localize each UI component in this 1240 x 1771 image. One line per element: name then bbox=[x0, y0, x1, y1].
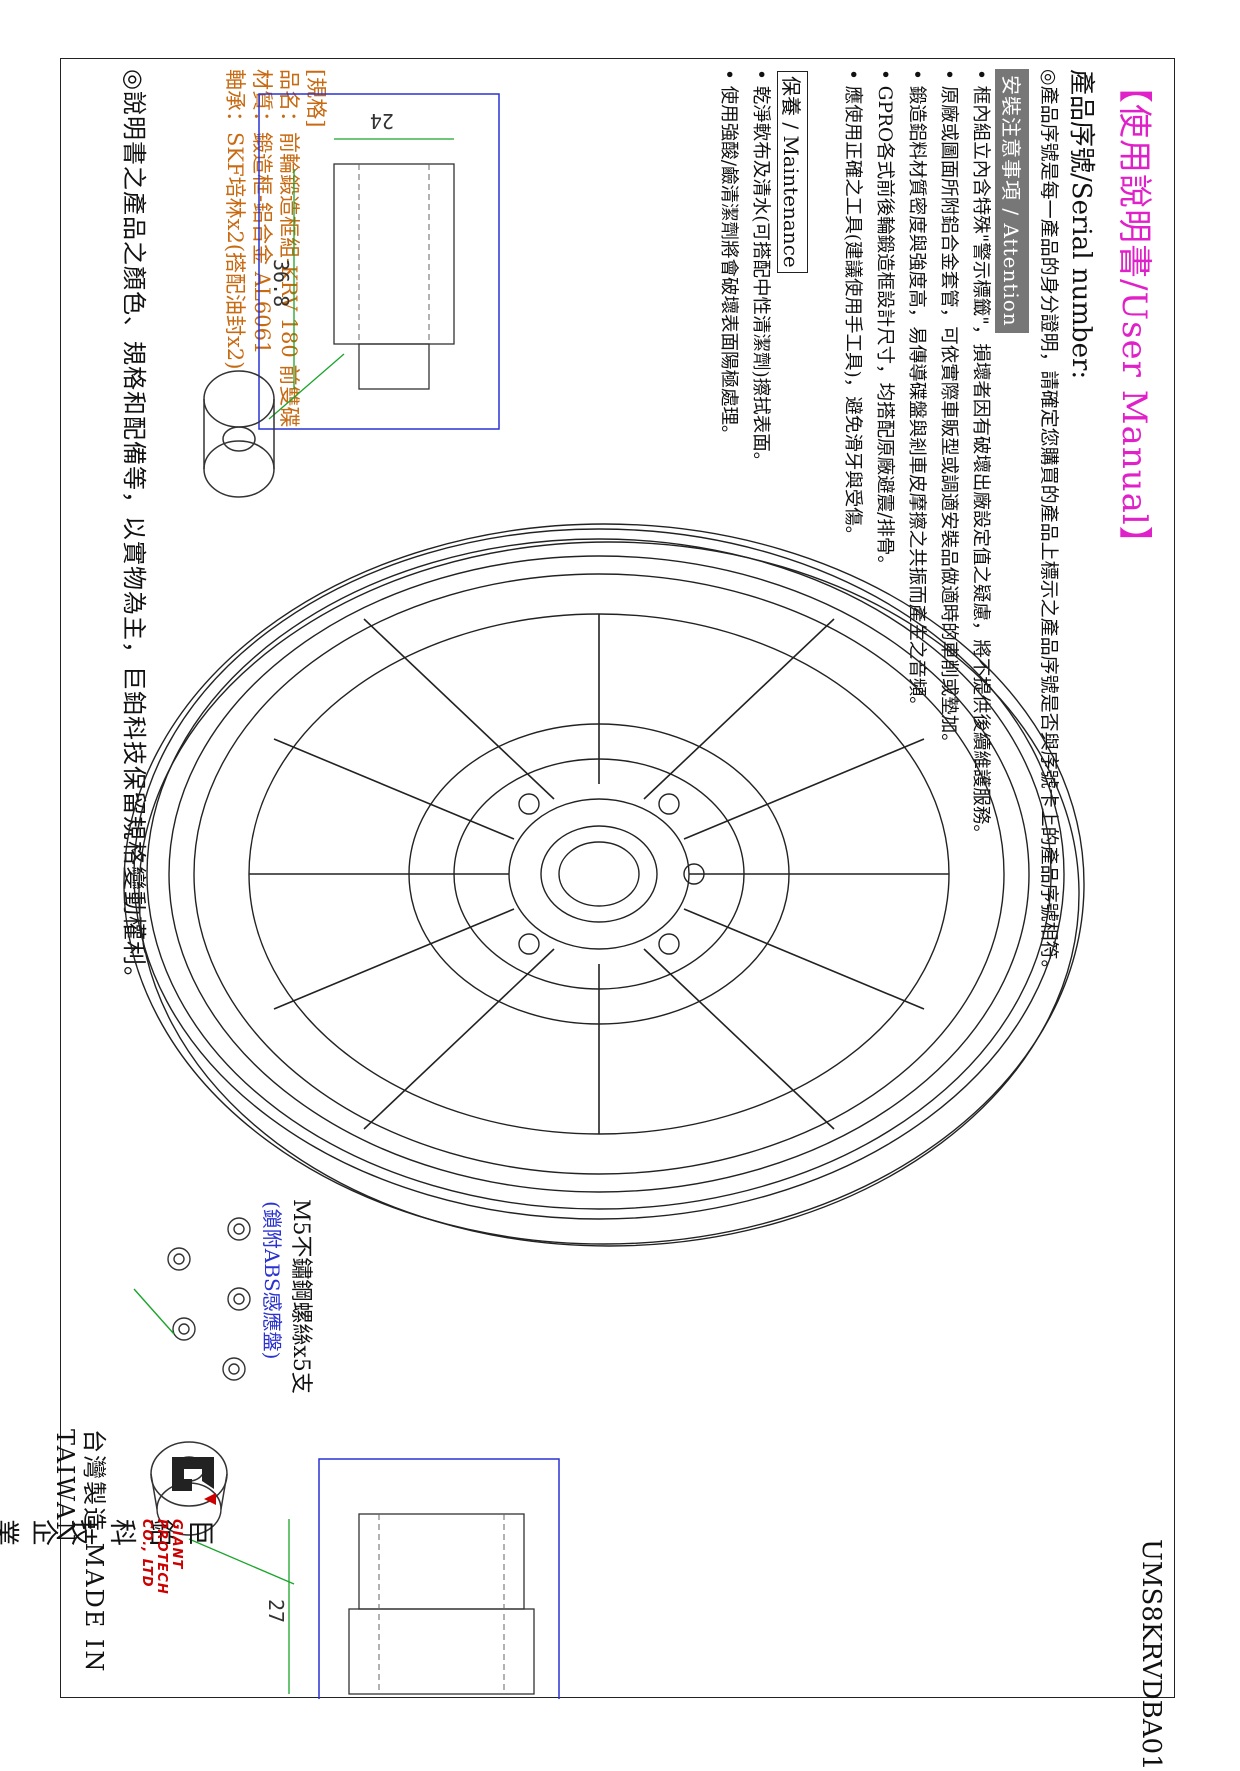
made-in-label: 台灣製造 MADE IN TAIWAN bbox=[51, 1429, 108, 1674]
wheel-drawing bbox=[123, 523, 1085, 1247]
spacer-left-3d bbox=[203, 370, 275, 498]
dimension-height: 27 bbox=[264, 1599, 288, 1623]
spacer-right-detail: 24 27 bbox=[264, 1458, 560, 1699]
brand-name-en: GIANT PROTECH CO., LTD bbox=[139, 1519, 184, 1595]
dimension-width: 24 bbox=[370, 109, 394, 133]
brand-block: 巨鉑科技企業 GIANT PROTECH CO., LTD bbox=[0, 1449, 224, 1595]
screws-drawing bbox=[133, 1217, 251, 1381]
dimension-height: 36.8 bbox=[269, 259, 293, 307]
technical-drawing: 24 36.8 bbox=[123, 93, 1085, 1699]
brand-logo bbox=[172, 1457, 216, 1505]
spacer-left-detail: 24 36.8 bbox=[258, 93, 500, 430]
screws-note: (鎖附ABS感應盤) bbox=[260, 1201, 284, 1360]
screws-label: M5不鏽鋼螺絲x5支 bbox=[288, 1199, 313, 1394]
drawing-frame: 【使用說明書/User Manual】 產品序號/Serial number: … bbox=[0, 58, 1175, 1771]
